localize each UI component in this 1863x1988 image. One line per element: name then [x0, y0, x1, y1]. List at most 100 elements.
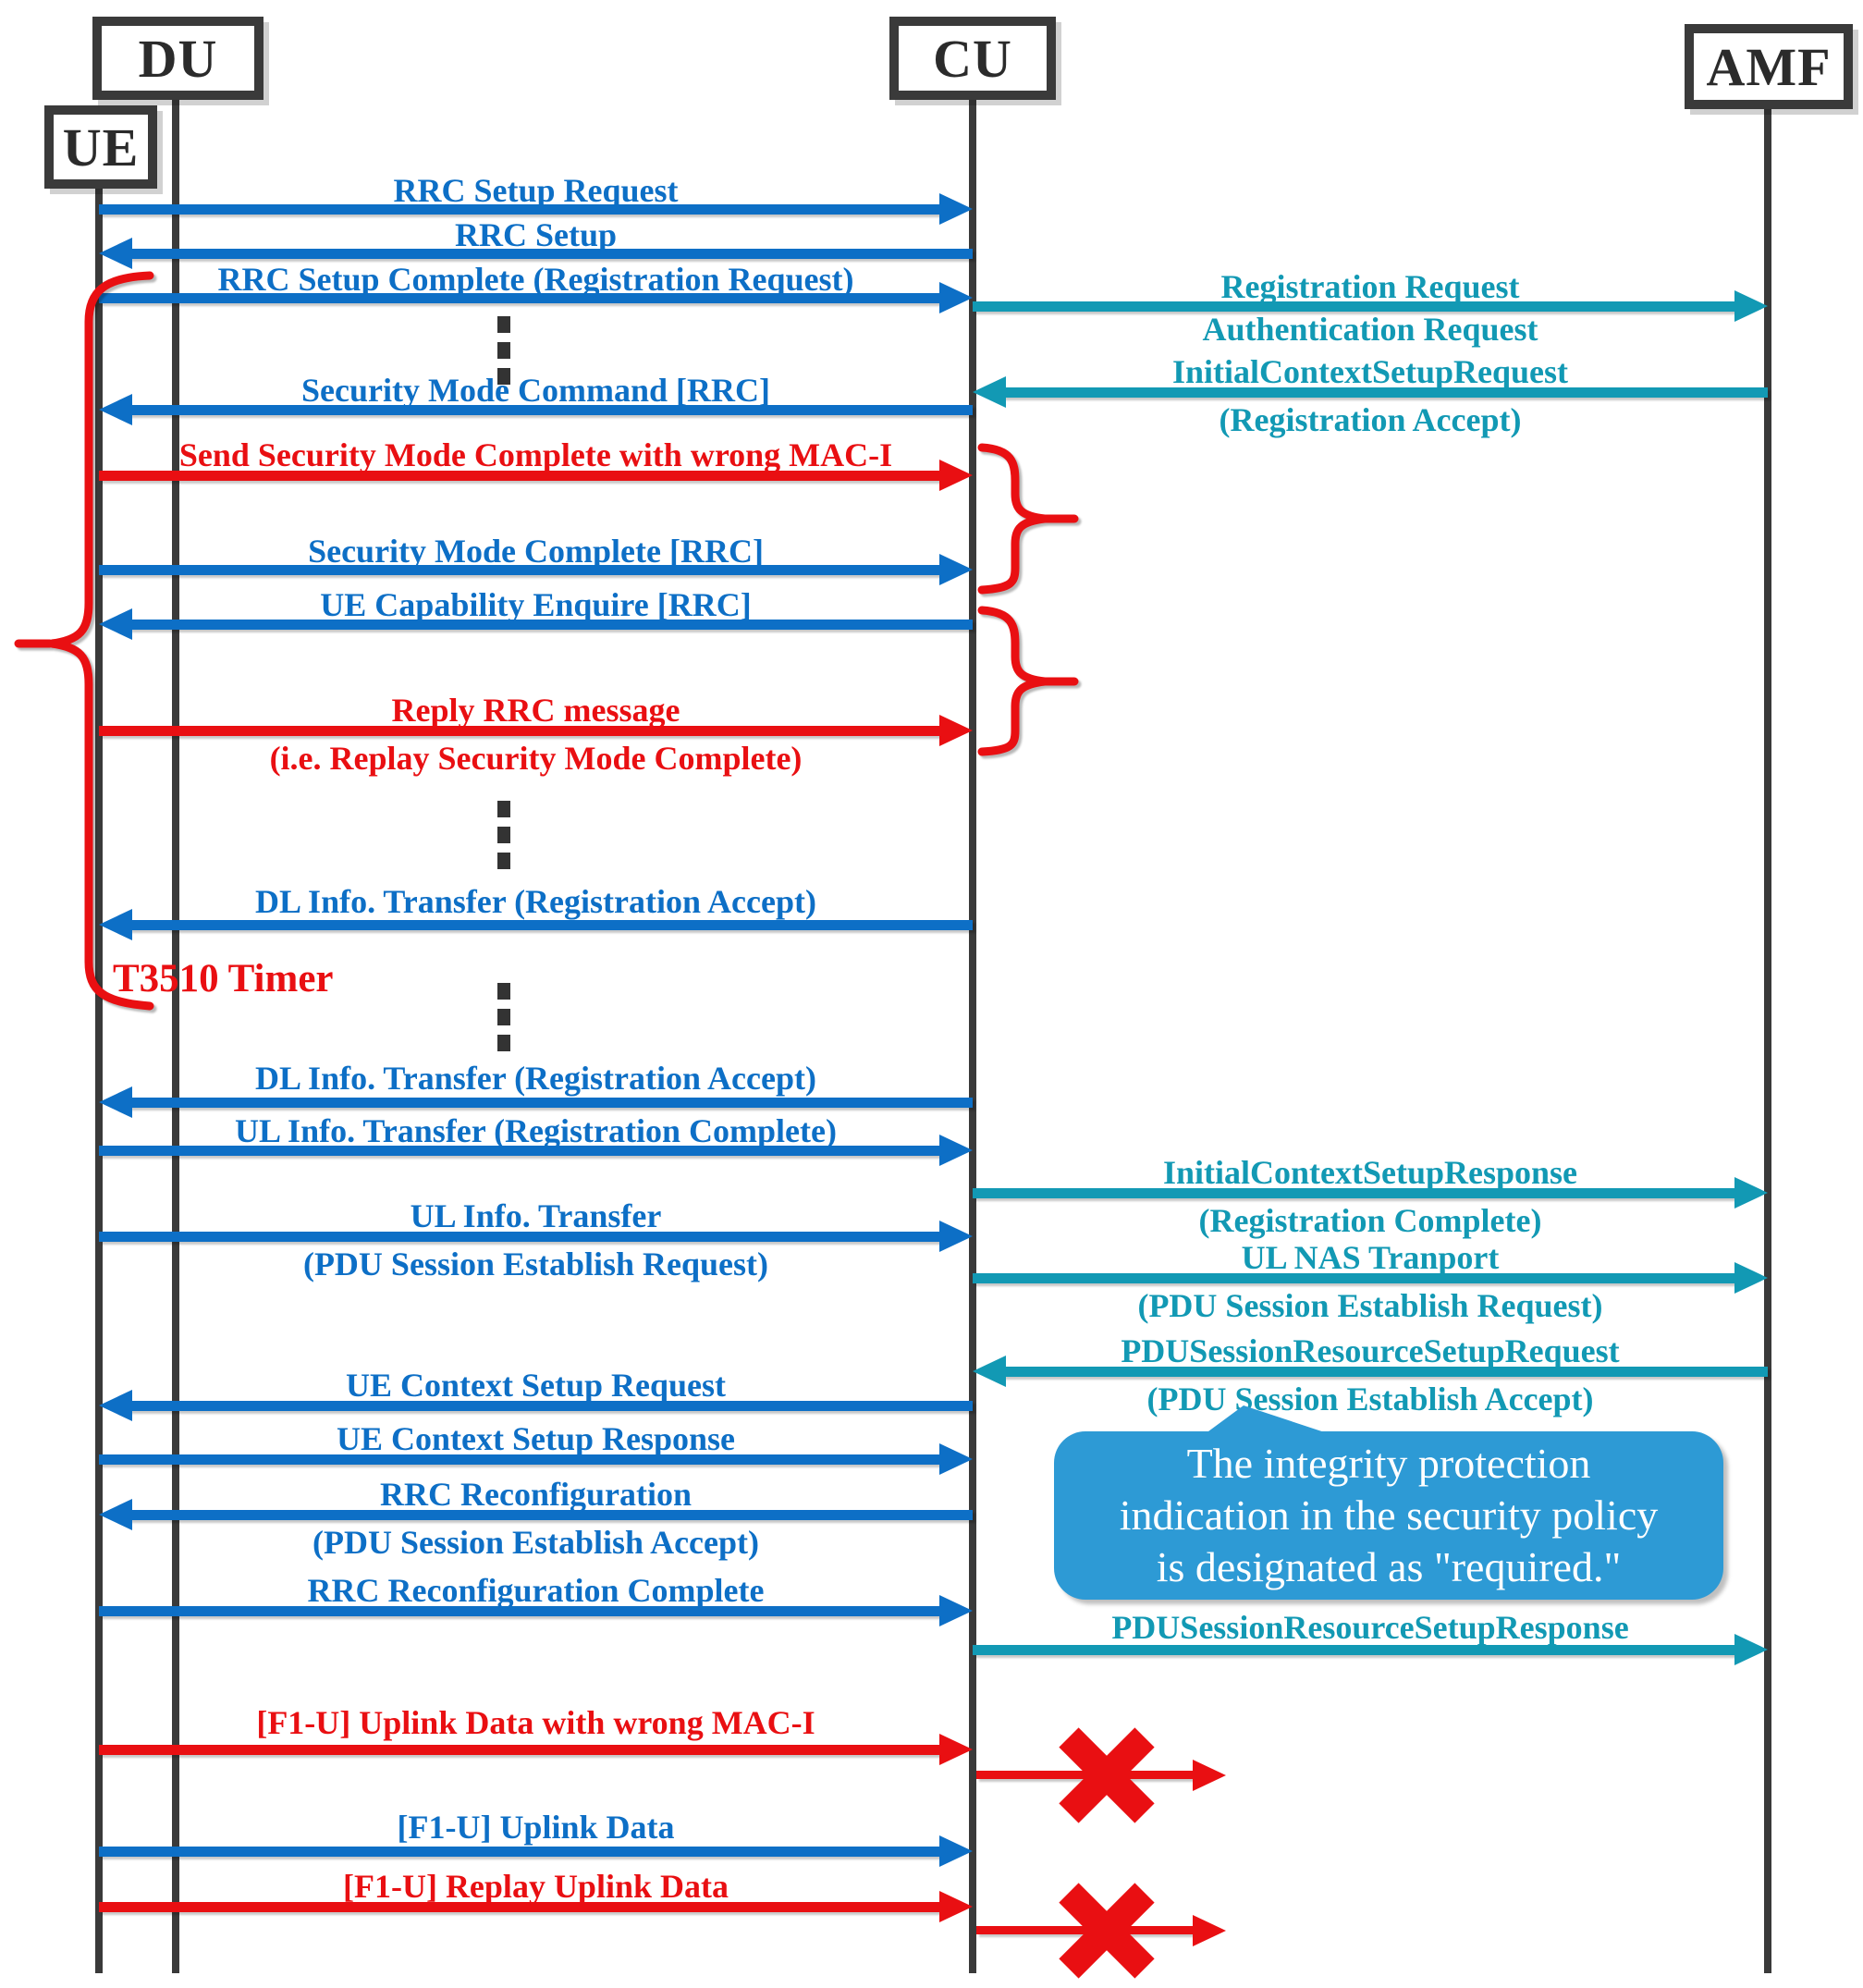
message-label: UE Context Setup Request	[345, 1367, 726, 1404]
message-sublabel: (Registration Accept)	[1219, 401, 1522, 438]
message-arrow-line	[99, 1847, 943, 1857]
entity-box-amf: AMF	[1685, 24, 1853, 109]
arrowhead-left	[99, 238, 132, 269]
arrowhead-right	[939, 554, 973, 585]
lifeline-amf	[1764, 104, 1771, 1973]
message-sublabel: (PDU Session Establish Request)	[1137, 1287, 1603, 1324]
note-line: indication in the security policy	[1119, 1491, 1659, 1539]
message-arrow-line	[129, 1510, 973, 1520]
message-arrow-line	[129, 249, 973, 259]
message-arrow-line	[973, 1645, 1738, 1655]
message-label: RRC Reconfiguration Complete	[307, 1572, 765, 1609]
dropped-arrow-line	[976, 1771, 1193, 1779]
ellipsis-dash	[497, 368, 510, 385]
message-label: RRC Reconfiguration	[380, 1476, 692, 1513]
message-label: [F1-U] Replay Uplink Data	[342, 1868, 729, 1905]
arrowhead-right	[939, 1221, 973, 1252]
ellipsis-dash	[497, 853, 510, 869]
message-label: Registration Request	[1220, 268, 1520, 305]
message-arrow-line	[1002, 387, 1768, 398]
message-label: RRC Setup Complete (Registration Request…	[217, 261, 854, 298]
lifeline-cu	[969, 94, 976, 1973]
message-arrow-line	[99, 1902, 943, 1912]
arrowhead-left	[973, 376, 1006, 408]
message-sublabel: (PDU Session Establish Accept)	[1146, 1381, 1594, 1417]
arrowhead-right	[1734, 1262, 1768, 1294]
lifeline-du	[172, 94, 179, 1973]
lifeline-ue	[95, 183, 103, 1973]
message-sublabel: (i.e. Replay Security Mode Complete)	[269, 740, 803, 777]
message-label: InitialContextSetupResponse	[1162, 1154, 1578, 1191]
arrowhead-right	[939, 282, 973, 313]
arrowhead-left	[99, 1390, 132, 1421]
entity-box-du: DU	[92, 17, 264, 100]
arrowhead-right	[939, 1891, 973, 1922]
ellipsis-dash	[497, 827, 510, 843]
message-label: UE Capability Enquire [RRC]	[320, 586, 752, 623]
arrowhead-right	[939, 1734, 973, 1765]
retry-brace-2	[977, 606, 1079, 756]
message-arrow-line	[99, 204, 943, 215]
entity-box-cu: CU	[889, 17, 1056, 100]
message-arrow-line	[99, 565, 943, 575]
message-sublabel: (PDU Session Establish Accept)	[312, 1524, 760, 1561]
message-label: UE Context Setup Response	[336, 1420, 736, 1457]
message-arrow-line	[99, 471, 943, 481]
arrowhead-right	[939, 715, 973, 746]
message-arrow-line	[129, 1401, 973, 1411]
message-sublabel: (Registration Complete)	[1198, 1202, 1542, 1239]
message-arrow-line	[1002, 1367, 1768, 1377]
message-label: UL Info. Transfer (Registration Complete…	[235, 1112, 837, 1149]
retry-brace-1	[977, 443, 1079, 595]
message-label: Reply RRC message	[391, 692, 680, 729]
message-arrow-line	[973, 301, 1738, 312]
message-arrow-line	[129, 405, 973, 415]
message-label: RRC Setup Request	[393, 172, 679, 209]
arrowhead-left	[973, 1356, 1006, 1387]
arrowhead-right	[1734, 290, 1768, 322]
message-label: Security Mode Command [RRC]	[301, 372, 770, 409]
message-arrow-line	[129, 1098, 973, 1108]
message-arrow-line	[973, 1273, 1738, 1283]
message-label: InitialContextSetupRequest	[1171, 353, 1569, 390]
message-arrow-line	[129, 920, 973, 930]
message-label: Security Mode Complete [RRC]	[308, 533, 764, 570]
ellipsis-dash	[497, 1009, 510, 1025]
message-label: [F1-U] Uplink Data	[397, 1809, 675, 1846]
message-label: PDUSessionResourceSetupResponse	[1111, 1609, 1629, 1646]
entity-box-ue: UE	[44, 105, 157, 189]
message-sublabel: (PDU Session Establish Request)	[302, 1246, 769, 1282]
message-label: Authentication Request	[1202, 311, 1538, 348]
integrity-note-bubble: The integrity protection indication in t…	[1054, 1431, 1723, 1600]
ellipsis-dash	[497, 801, 510, 817]
arrowhead-right	[939, 1443, 973, 1475]
message-label: [F1-U] Uplink Data with wrong MAC-I	[256, 1704, 815, 1741]
arrowhead-right	[939, 193, 973, 225]
ellipsis-dash	[497, 316, 510, 333]
message-arrow-line	[99, 1606, 943, 1616]
arrowhead-right	[1734, 1177, 1768, 1209]
message-label: DL Info. Transfer (Registration Accept)	[255, 1060, 816, 1097]
dropped-arrowhead	[1193, 1760, 1226, 1791]
message-arrow-line	[99, 1232, 943, 1242]
message-label: RRC Setup	[454, 216, 618, 253]
dropped-arrow-line	[976, 1926, 1193, 1934]
message-label: UL Info. Transfer	[410, 1197, 662, 1234]
message-arrow-line	[99, 726, 943, 736]
arrowhead-right	[939, 1835, 973, 1867]
message-arrow-line	[99, 1146, 943, 1156]
arrowhead-left	[99, 1499, 132, 1530]
dropped-arrowhead	[1193, 1915, 1226, 1946]
message-arrow-line	[99, 293, 943, 303]
arrowhead-right	[939, 1595, 973, 1626]
message-label: PDUSessionResourceSetupRequest	[1121, 1332, 1620, 1369]
ellipsis-dash	[497, 342, 510, 359]
arrowhead-right	[1734, 1634, 1768, 1665]
t3510-timer-label: T3510 Timer	[113, 957, 334, 1000]
message-label: DL Info. Transfer (Registration Accept)	[255, 883, 816, 920]
message-arrow-line	[99, 1745, 943, 1755]
message-arrow-line	[99, 1454, 943, 1465]
note-line: The integrity protection	[1186, 1440, 1591, 1487]
ellipsis-dash	[497, 983, 510, 1000]
